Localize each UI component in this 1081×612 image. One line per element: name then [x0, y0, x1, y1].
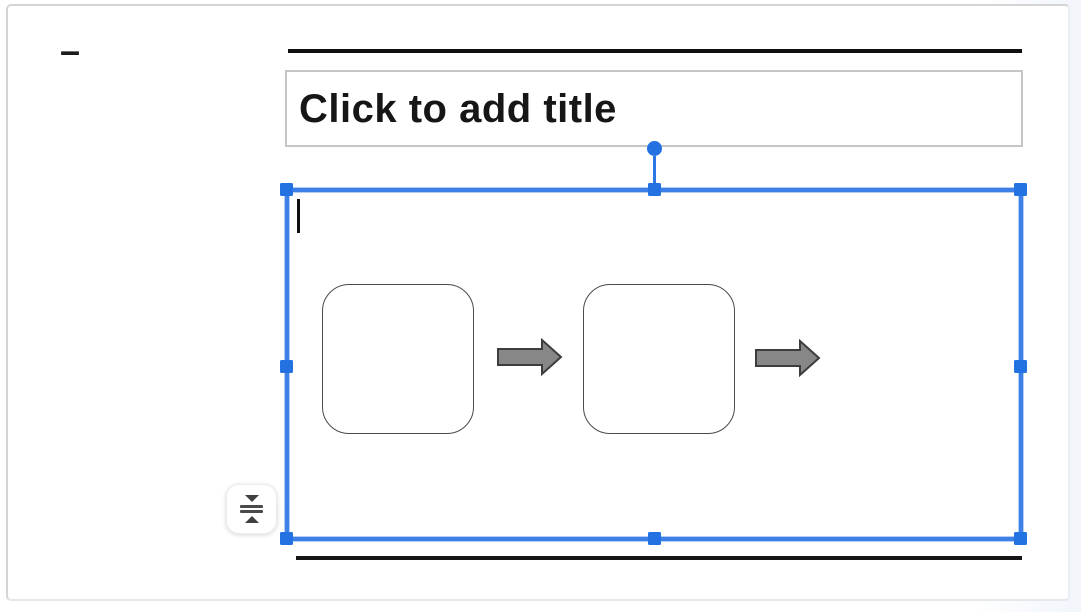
selection-handle-top-right[interactable]: [1014, 183, 1027, 196]
selection-handle-top-left[interactable]: [280, 183, 293, 196]
rotation-handle-stem: [653, 156, 656, 185]
bottom-divider-line: [296, 556, 1022, 560]
selection-handle-bottom-left[interactable]: [280, 532, 293, 545]
triangle-up-icon: [244, 515, 259, 523]
align-bar-top: [240, 504, 263, 508]
flow-arrow-2[interactable]: [755, 339, 821, 377]
rotation-handle[interactable]: [647, 141, 662, 156]
flow-arrow-1[interactable]: [497, 338, 563, 376]
selection-handle-bottom[interactable]: [648, 532, 661, 545]
autofit-button[interactable]: [226, 484, 277, 534]
selection-handle-bottom-right[interactable]: [1014, 532, 1027, 545]
dash-placeholder[interactable]: –: [60, 30, 81, 71]
title-placeholder[interactable]: Click to add title: [285, 70, 1023, 147]
triangle-down-icon: [244, 495, 259, 503]
align-bar-bottom: [240, 510, 263, 514]
title-placeholder-text: Click to add title: [299, 86, 617, 131]
text-cursor: [297, 199, 300, 233]
process-step-2[interactable]: [583, 284, 735, 434]
selection-handle-top[interactable]: [648, 183, 661, 196]
top-divider-line: [288, 49, 1022, 53]
selection-handle-right[interactable]: [1014, 360, 1027, 373]
selection-handle-left[interactable]: [280, 360, 293, 373]
process-step-1[interactable]: [322, 284, 474, 434]
vertical-align-middle-icon: [240, 495, 263, 523]
